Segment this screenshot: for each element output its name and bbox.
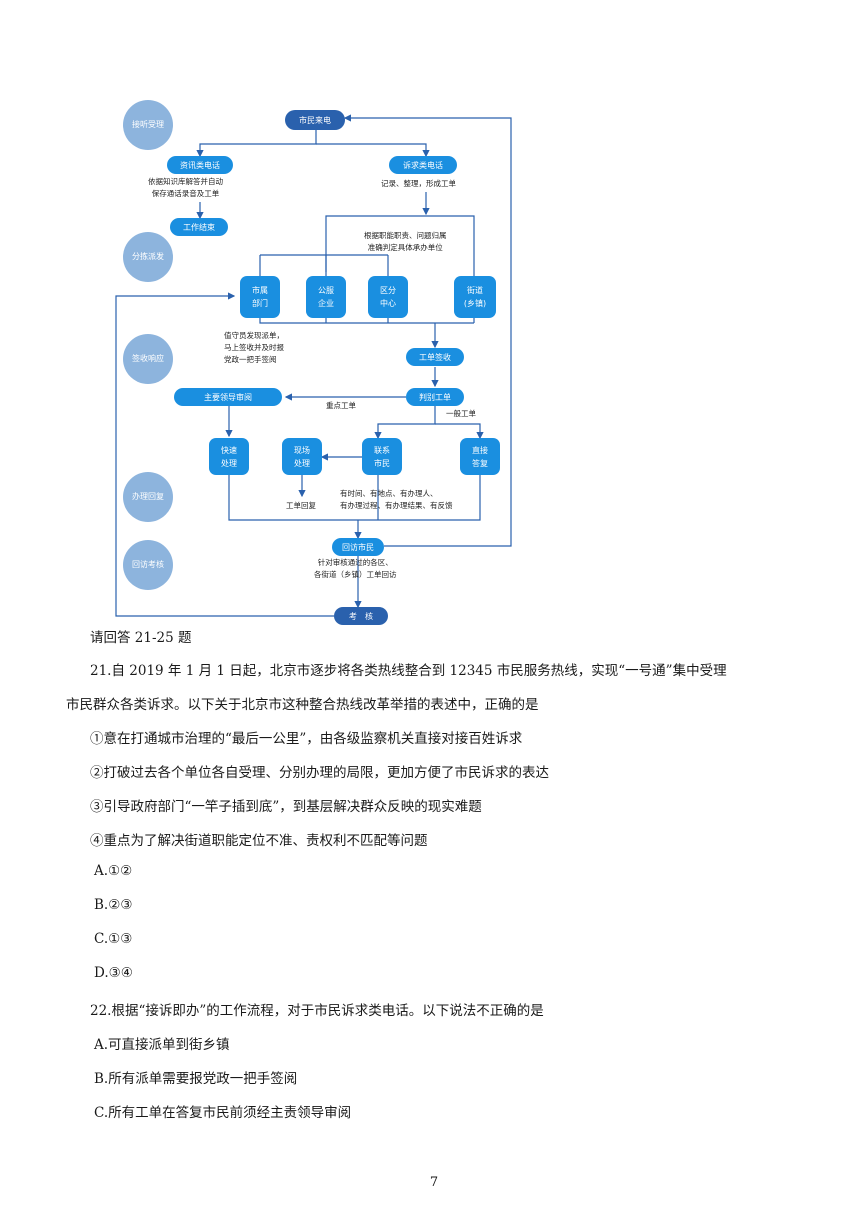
node-citizen-call: 市民来电 [285, 110, 345, 130]
q21-option: A.①② [94, 863, 133, 879]
flowchart: 接听受理 分拣派发 签收响应 办理回复 回访考核 市民来电 资讯类电话 依据知识… [115, 100, 512, 625]
node-site: 现场 处理 [282, 438, 322, 475]
note-six: 有时间、有地点、有办理人、 有办理过程、有办理结果、有反馈 [340, 489, 453, 510]
flowchart-connectors [115, 114, 512, 617]
note-complaint: 记录、整理，形成工单 [381, 179, 456, 188]
stage-revisit: 回访考核 [123, 540, 173, 590]
q21-statement: ③引导政府部门“一竿子插到底”，到基层解决群众反映的现实难题 [90, 799, 482, 815]
q21-stem-line1: 21.自 2019 年 1 月 1 日起，北京市逐步将各类热线整合到 12345… [90, 663, 727, 679]
node-leader-review: 主要领导审阅 [174, 388, 282, 406]
unit-city-dept: 市属 部门 [240, 276, 280, 318]
unit-district: 区分 中心 [368, 276, 408, 318]
node-info-call: 资讯类电话 [167, 156, 233, 174]
node-assess: 考 核 [334, 607, 388, 625]
stage-dispatch: 分拣派发 [123, 232, 173, 282]
page-number: 7 [429, 1175, 439, 1190]
note-info: 依据知识库解答并自动 保存通话录音及工单 [148, 177, 223, 198]
label-key-order: 重点工单 [326, 401, 356, 410]
q21-stem-line2: 市民群众各类诉求。以下关于北京市这种整合热线改革举措的表述中，正确的是 [66, 697, 539, 713]
q22-option: A.可直接派单到街乡镇 [94, 1037, 230, 1053]
unit-enterprise: 公服 企业 [306, 276, 346, 318]
q22-option: B.所有派单需要报党政一把手签阅 [94, 1071, 298, 1087]
q21-option: D.③④ [94, 965, 133, 981]
node-fast: 快速 处理 [209, 438, 249, 475]
q21-option: C.①③ [94, 931, 133, 947]
node-sign: 工单签收 [406, 348, 464, 366]
label-normal-order: 一般工单 [446, 409, 476, 418]
node-complaint-call: 诉求类电话 [389, 156, 457, 174]
intro-text: 请回答 21-25 题 [90, 630, 192, 646]
q21-option: B.②③ [94, 897, 133, 913]
note-revisit: 针对审核通过的各区、 各街道（乡镇）工单回访 [314, 558, 397, 579]
node-judge: 判别工单 [406, 388, 464, 406]
q21-statement: ①意在打通城市治理的“最后一公里”，由各级监察机关直接对接百姓诉求 [90, 731, 523, 747]
note-duty: 值守员发现派单， 马上签收并及时报 党政一把手签阅 [224, 331, 284, 364]
unit-street: 街道 (乡镇) [454, 276, 496, 318]
node-contact: 联系 市民 [362, 438, 402, 475]
node-work-end: 工作结束 [170, 218, 228, 236]
stage-accept: 接听受理 [123, 100, 173, 150]
label-order-reply: 工单回复 [286, 501, 316, 510]
q22-stem: 22.根据“接诉即办”的工作流程，对于市民诉求类电话。以下说法不正确的是 [90, 1003, 544, 1019]
note-dispatch: 根据职能职责、问题归属 准确判定具体承办单位 [364, 231, 447, 252]
stage-handle: 办理回复 [123, 472, 173, 522]
node-direct: 直接 答复 [460, 438, 500, 475]
q22-option: C.所有工单在答复市民前须经主责领导审阅 [94, 1105, 352, 1121]
q21-statement: ④重点为了解决街道职能定位不准、责权利不匹配等问题 [90, 833, 428, 849]
q21-statement: ②打破过去各个单位各自受理、分别办理的局限，更加方便了市民诉求的表达 [90, 765, 549, 781]
stage-response: 签收响应 [123, 334, 173, 384]
node-revisit: 回访市民 [332, 538, 384, 556]
